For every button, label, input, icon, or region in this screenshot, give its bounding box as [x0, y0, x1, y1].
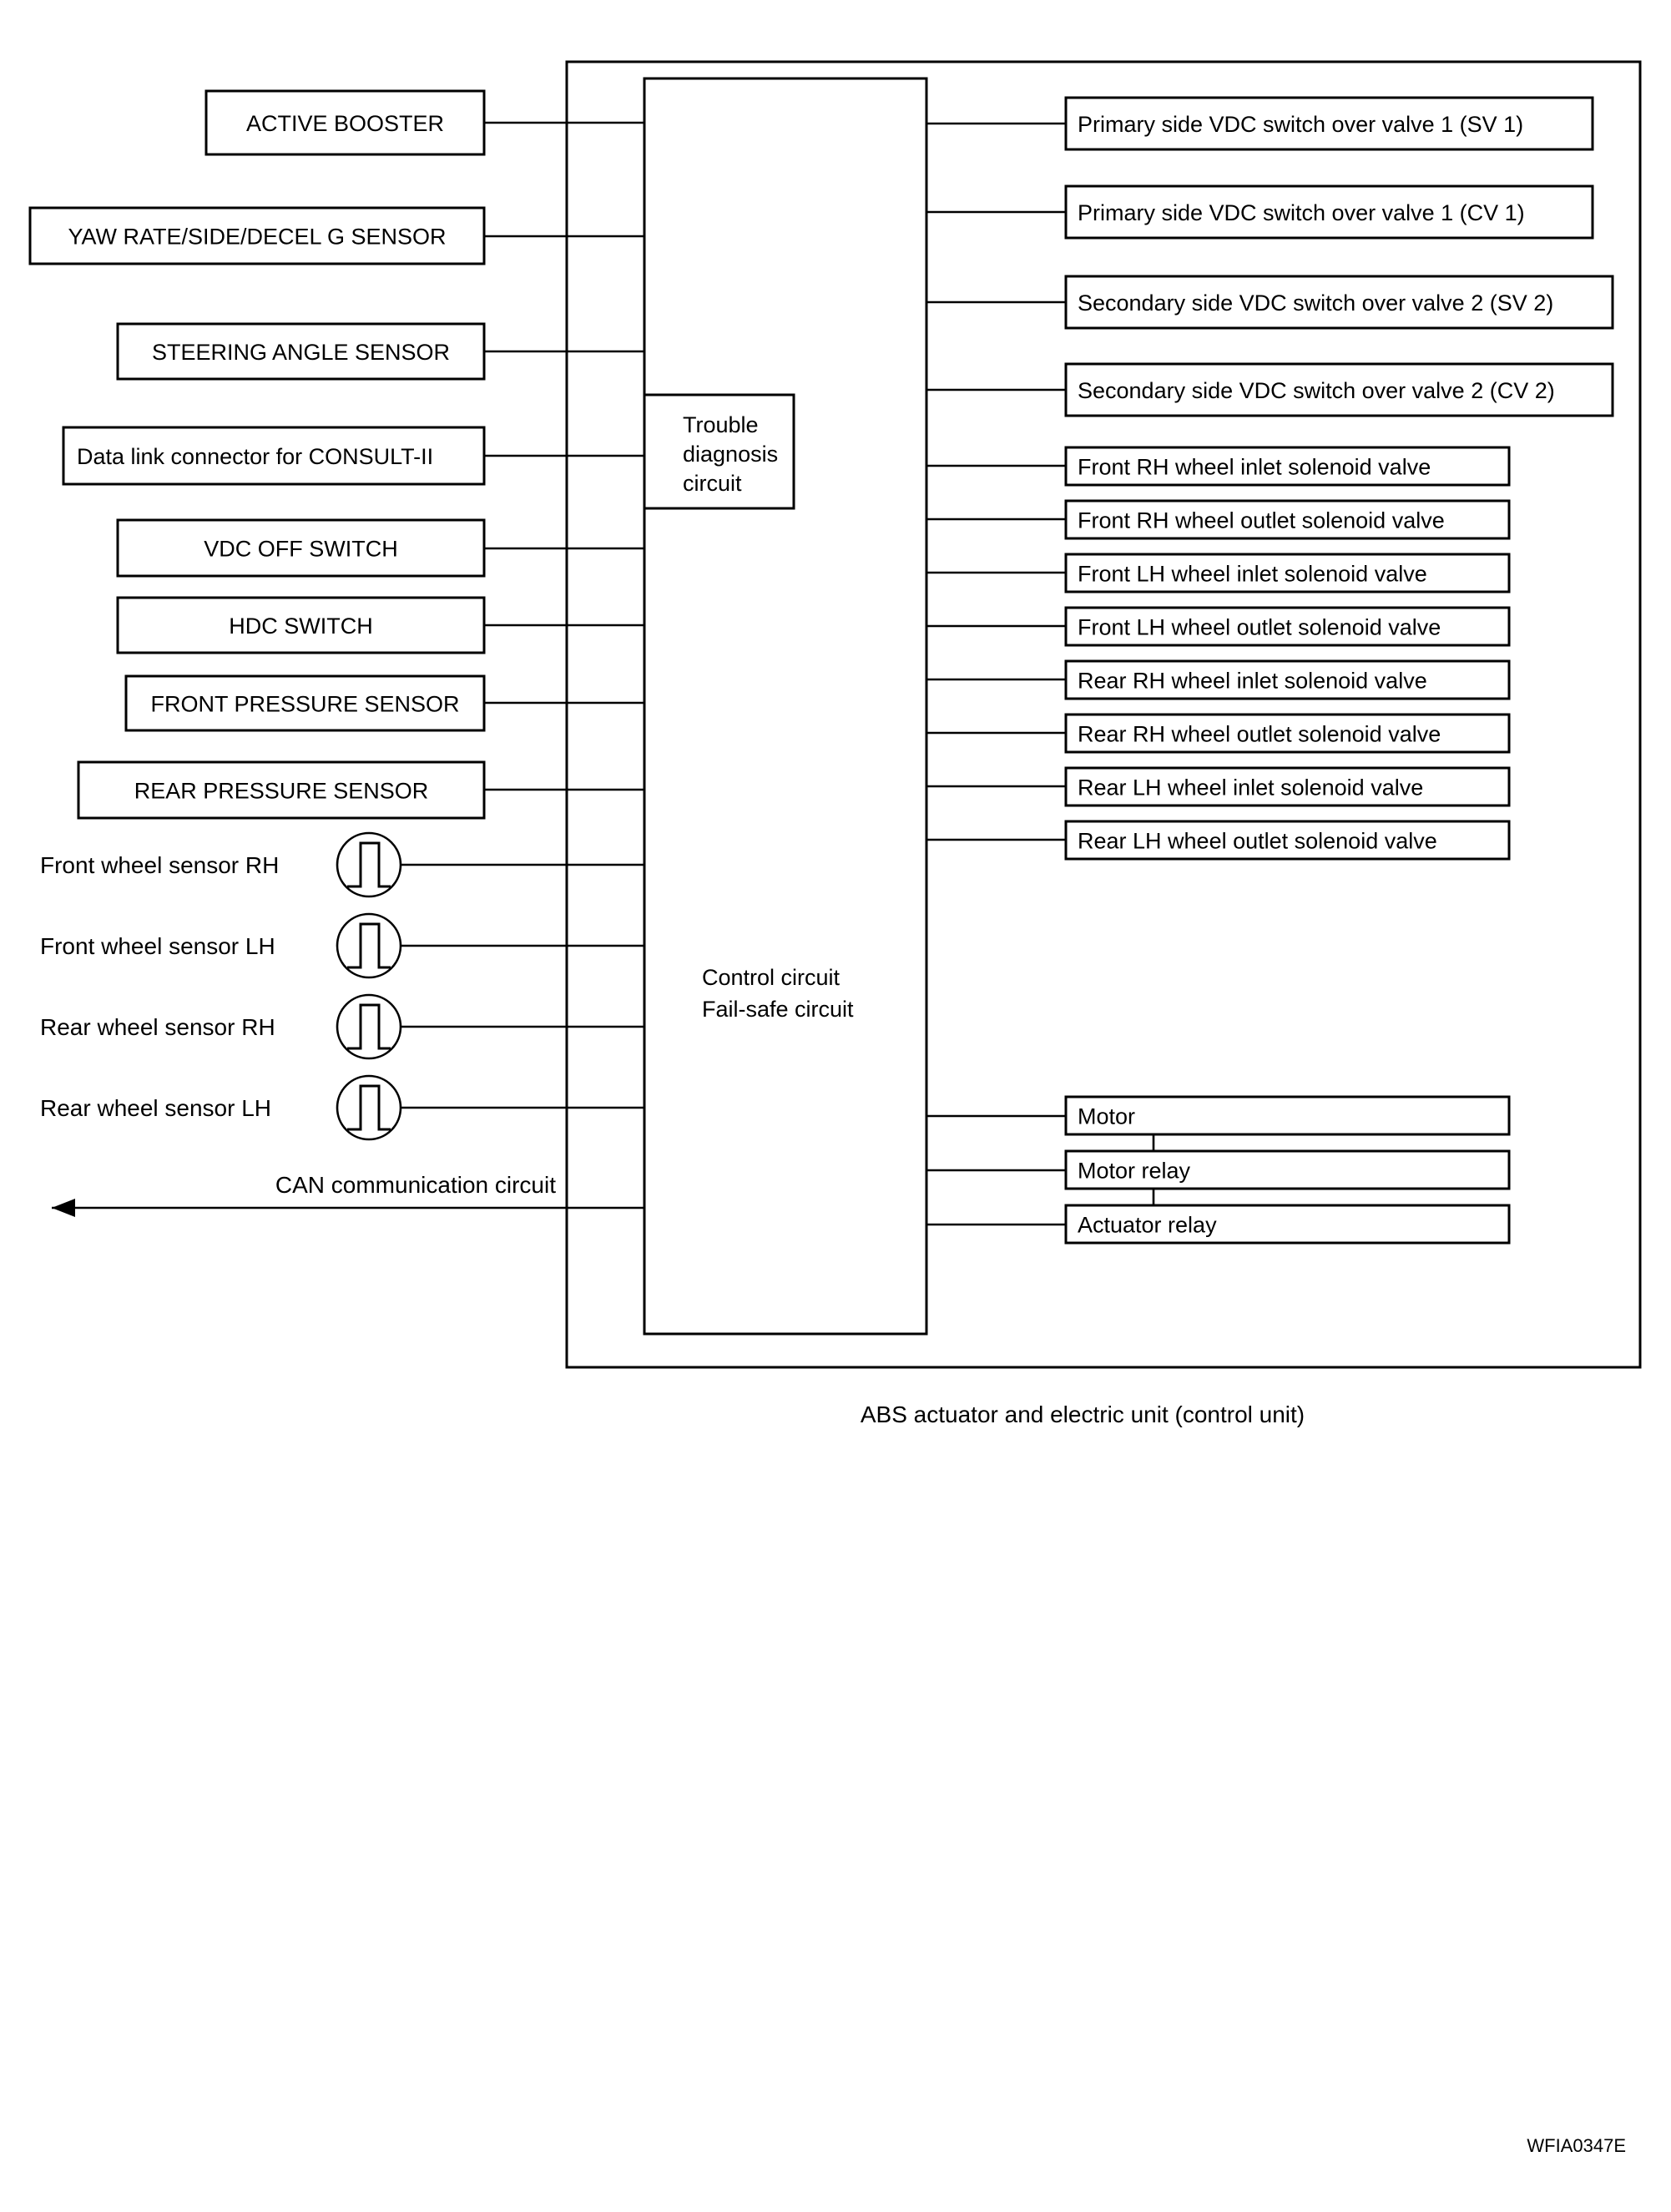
input-box-label: YAW RATE/SIDE/DECEL G SENSOR [68, 225, 446, 250]
vdc-valve-label: Primary side VDC switch over valve 1 (SV… [1078, 112, 1523, 137]
wheel-sensor-label: Front wheel sensor RH [40, 852, 279, 878]
page-caption: ABS actuator and electric unit (control … [861, 1401, 1305, 1427]
vdc-switch-over-valves-group: Primary side VDC switch over valve 1 (SV… [1064, 96, 1614, 417]
motor-relay-label: Motor relay [1078, 1159, 1191, 1184]
figure-id: WFIA0347E [1527, 2135, 1626, 2156]
motor-relay-label: Actuator relay [1078, 1213, 1217, 1238]
can-communication-label: CAN communication circuit [275, 1172, 556, 1198]
vdc-valve-label: Primary side VDC switch over valve 1 (CV… [1078, 200, 1525, 225]
trouble-diagnosis-circuit-label: Trouble diagnosis circuit [683, 412, 778, 496]
motor-relay-label: Motor [1078, 1104, 1135, 1129]
input-box-label: HDC SWITCH [229, 614, 372, 639]
solenoid-valve-label: Rear LH wheel inlet solenoid valve [1078, 775, 1423, 800]
control-circuit-label: Control circuit Fail-safe circuit [702, 965, 854, 1022]
wheel-sensor-pulse-icon [336, 912, 402, 979]
control-line-0: Control circuit [702, 965, 841, 990]
solenoid-valve-label: Rear LH wheel outlet solenoid valve [1078, 829, 1437, 854]
input-box-label: VDC OFF SWITCH [204, 537, 397, 562]
vdc-valve-label: Secondary side VDC switch over valve 2 (… [1078, 290, 1553, 316]
diag-line-1: diagnosis [683, 442, 778, 467]
wheel-sensor-label: Rear wheel sensor RH [40, 1014, 275, 1040]
solenoid-valves-group: Front RH wheel inlet solenoid valveFront… [1064, 446, 1511, 861]
solenoid-valve-label: Front LH wheel outlet solenoid valve [1078, 615, 1441, 640]
solenoid-valve-label: Rear RH wheel inlet solenoid valve [1078, 669, 1427, 694]
diag-line-0: Trouble [683, 412, 759, 437]
wheel-sensor-pulse-icon [336, 831, 402, 898]
input-box-label: REAR PRESSURE SENSOR [134, 779, 429, 804]
input-box-label: FRONT PRESSURE SENSOR [150, 692, 459, 717]
wheel-sensor-pulse-icon [336, 1074, 402, 1141]
solenoid-valve-label: Front RH wheel inlet solenoid valve [1078, 455, 1431, 480]
input-box-label: STEERING ANGLE SENSOR [152, 340, 450, 365]
wheel-sensor-label: Rear wheel sensor LH [40, 1095, 271, 1121]
control-line-1: Fail-safe circuit [702, 997, 854, 1022]
connector-lines [401, 121, 1066, 1226]
wheel-sensor-pulse-icon [336, 993, 402, 1060]
input-devices-group: ACTIVE BOOSTER YAW RATE/SIDE/DECEL G SENS… [28, 89, 486, 1141]
wheel-sensor-label: Front wheel sensor LH [40, 933, 275, 959]
input-box-label: Data link connector for CONSULT-II [77, 444, 433, 469]
vdc-valve-label: Secondary side VDC switch over valve 2 (… [1078, 378, 1555, 403]
can-communication-circuit: CAN communication circuit [52, 1172, 644, 1217]
solenoid-valve-label: Rear RH wheel outlet solenoid valve [1078, 722, 1441, 747]
can-arrow-icon [52, 1199, 75, 1217]
solenoid-valve-label: Front RH wheel outlet solenoid valve [1078, 508, 1445, 533]
diag-line-2: circuit [683, 471, 742, 496]
trouble-diagnosis-circuit-box [643, 393, 795, 510]
abs-actuator-unit-boundary [565, 60, 1642, 1369]
solenoid-valve-label: Front LH wheel inlet solenoid valve [1078, 562, 1427, 587]
control-circuit-box [643, 77, 928, 1336]
input-box-label: ACTIVE BOOSTER [246, 111, 444, 136]
